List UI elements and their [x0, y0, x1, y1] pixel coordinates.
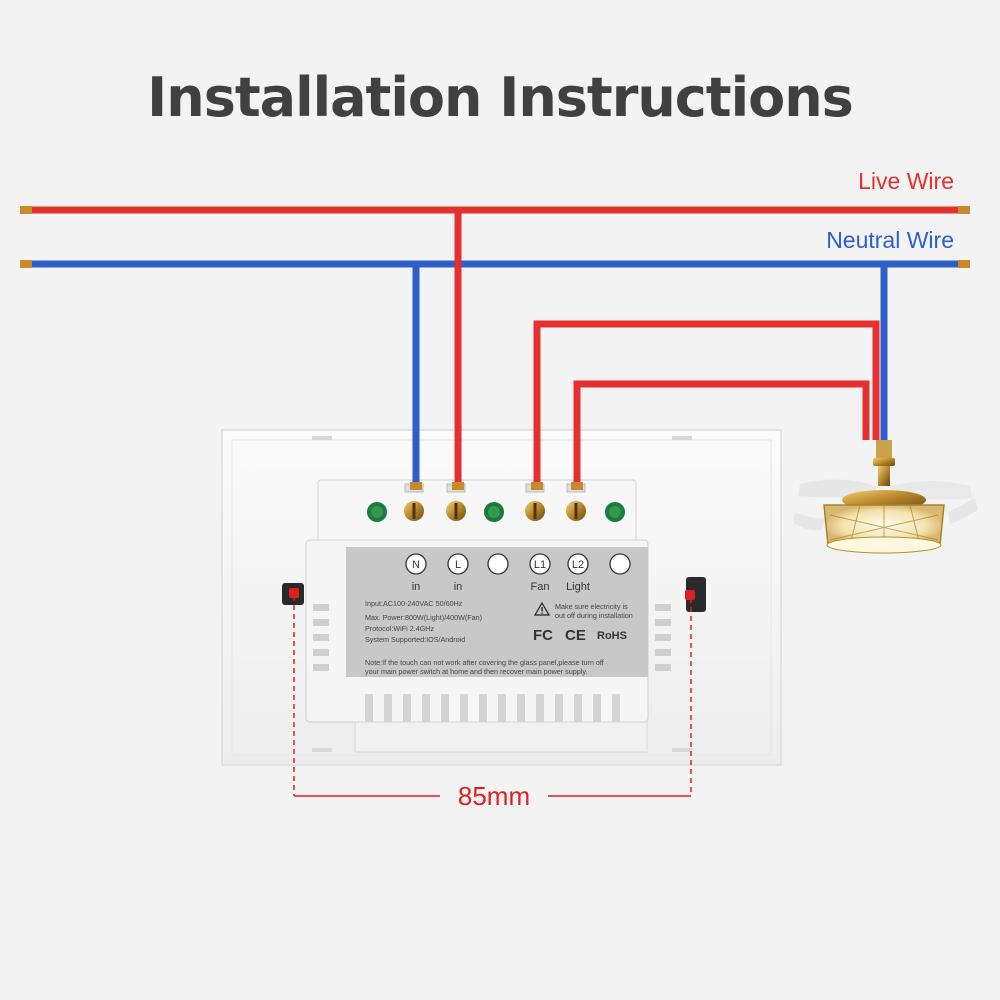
warning-line2: out off during installation: [555, 611, 633, 620]
note-line2: your main power switch at home and then …: [365, 667, 587, 676]
terminal-caption: in: [412, 581, 421, 593]
terminal-symbol: L2: [572, 559, 584, 571]
live-wire-tip-left: [20, 206, 32, 214]
dimension-label: 85mm: [458, 781, 530, 811]
terminal-L-1: Lin: [447, 553, 469, 593]
terminal-caption: in: [454, 581, 463, 593]
terminal-blank-5: [609, 553, 631, 575]
terminal-N-0: Nin: [405, 553, 427, 593]
side-vent-slots: [313, 604, 671, 671]
width-dimension: [289, 588, 695, 797]
spec-system: System Supported:IOS/Android: [365, 635, 465, 644]
terminal-screw: [605, 502, 625, 522]
neutral-wire-tip-left: [20, 260, 32, 268]
note-line1: Note:If the touch can not work after cov…: [365, 658, 604, 667]
ce-mark: CE: [565, 627, 586, 644]
warning-line1: Make sure electricity is: [555, 602, 628, 611]
vent-slots: [365, 694, 620, 722]
wire-ferrule: [531, 482, 543, 490]
neutral-wire-tip-right: [958, 260, 970, 268]
wire-ferrule: [410, 482, 422, 490]
wire-ferrule: [571, 482, 583, 490]
fcc-mark: FC: [533, 627, 553, 644]
terminal-symbol: N: [412, 559, 420, 571]
live-wire-label: Live Wire: [858, 168, 954, 194]
wiring: [20, 206, 970, 490]
ceiling-fan-light-icon: [793, 440, 978, 554]
neutral-wire-label: Neutral Wire: [826, 227, 954, 253]
mounting-clip-right: [686, 577, 706, 612]
warning-icon: [533, 601, 551, 616]
spec-input: Input:AC100-240VAC 50/60Hz: [365, 599, 463, 608]
terminal-caption: Light: [566, 581, 590, 593]
terminal-caption: Fan: [531, 581, 550, 593]
spec-power: Max. Power:800W(Light)/400W(Fan): [365, 613, 482, 622]
page-title: Installation Instructions: [147, 66, 854, 129]
l2-light-wire: [573, 380, 870, 490]
terminal-blank-2: [487, 553, 509, 575]
terminal-screw: [367, 502, 387, 522]
terminal-screw: [484, 502, 504, 522]
live-wire-tip-right: [958, 206, 970, 214]
spec-protocol: Protocol:WiFi 2.4GHz: [365, 624, 435, 633]
wire-ferrule: [452, 482, 464, 490]
terminal-symbol: L1: [534, 559, 546, 571]
rohs-mark: RoHS: [597, 630, 627, 642]
l1-fan-wire: [533, 320, 880, 490]
terminal-symbol: L: [455, 559, 461, 571]
